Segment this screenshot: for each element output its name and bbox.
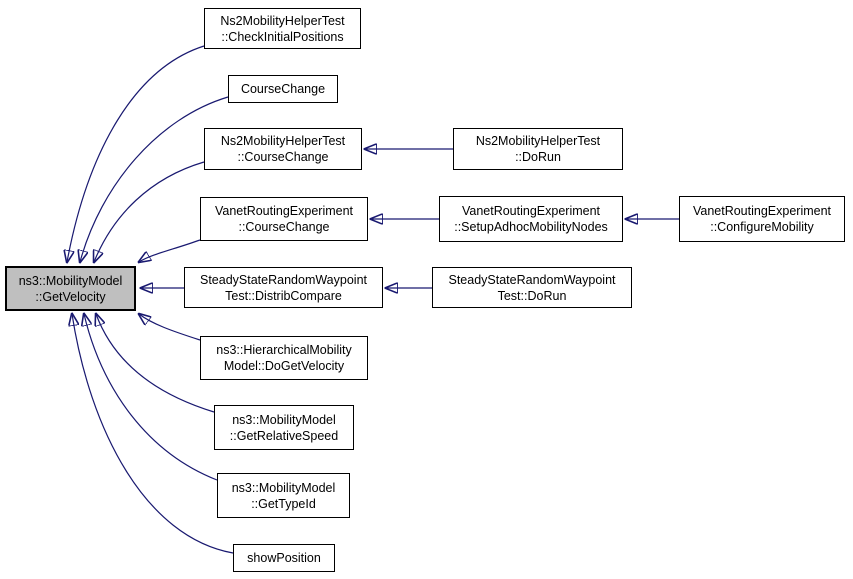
node-label-line: SteadyStateRandomWaypoint	[448, 272, 616, 287]
node-vanetroutingexperiment-coursechange[interactable]: VanetRoutingExperiment ::CourseChange	[200, 197, 368, 241]
node-label-line: showPosition	[247, 551, 321, 565]
node-showposition[interactable]: showPosition	[233, 544, 335, 572]
node-label-line: ::GetVelocity	[35, 289, 106, 304]
edge-getrelativespeed-to-getvelocity	[96, 314, 215, 413]
edge-checkinitialpositions-to-getvelocity	[67, 45, 205, 262]
node-label-line: Model::DoGetVelocity	[223, 359, 345, 373]
node-label-line: ns3::MobilityModel	[232, 412, 336, 427]
node-ns2mobilityhelpertest-checkinitialpositions[interactable]: Ns2MobilityHelperTest ::CheckInitialPosi…	[204, 8, 361, 49]
node-vanetroutingexperiment-configuremobility[interactable]: VanetRoutingExperiment ::ConfigureMobili…	[679, 196, 845, 242]
node-ns3-mobilitymodel-gettypeid[interactable]: ns3::MobilityModel ::GetTypeId	[217, 473, 350, 518]
node-ns3-mobilitymodel-getrelativespeed[interactable]: ns3::MobilityModel ::GetRelativeSpeed	[214, 405, 354, 450]
node-label-line: Ns2MobilityHelperTest	[220, 134, 346, 148]
node-label-line: VanetRoutingExperiment	[214, 204, 354, 218]
node-label-line: ::CheckInitialPositions	[221, 29, 344, 44]
edge-ns2coursechange-to-getvelocity	[94, 161, 205, 262]
node-label-line: SteadyStateRandomWaypoint	[200, 272, 367, 287]
node-steadystaterandomwaypointtest-distribcompare[interactable]: SteadyStateRandomWaypoint Test::DistribC…	[184, 267, 383, 308]
node-ns2mobilityhelpertest-coursechange[interactable]: Ns2MobilityHelperTest ::CourseChange	[204, 128, 362, 170]
node-label-line: ns3::MobilityModel	[18, 273, 123, 288]
node-label-line: Ns2MobilityHelperTest	[220, 13, 345, 28]
node-label-line: Test::DistribCompare	[225, 288, 342, 303]
node-ns2mobilityhelpertest-dorun[interactable]: Ns2MobilityHelperTest ::DoRun	[453, 128, 623, 170]
node-label-line: ::CourseChange	[238, 220, 330, 234]
edge-vanetcoursechange-to-getvelocity	[139, 239, 201, 262]
node-vanetroutingexperiment-setupadhocmobilitynodes[interactable]: VanetRoutingExperiment ::SetupAdhocMobil…	[439, 196, 623, 242]
node-label-line: ::ConfigureMobility	[710, 220, 814, 234]
node-label-line: Test::DoRun	[497, 288, 567, 303]
edge-showposition-to-getvelocity	[72, 314, 234, 554]
node-label-line: ns3::HierarchicalMobility	[216, 343, 352, 357]
node-label-line: ::GetTypeId	[251, 496, 316, 511]
node-label-line: ns3::MobilityModel	[231, 480, 336, 495]
node-ns3-mobilitymodel-getvelocity: ns3::MobilityModel ::GetVelocity	[5, 266, 136, 311]
edge-dogetvelocity-to-getvelocity	[139, 314, 201, 341]
node-ns3-hierarchicalmobilitymodel-dogetvelocity[interactable]: ns3::HierarchicalMobility Model::DoGetVe…	[200, 336, 368, 380]
node-label-line: Ns2MobilityHelperTest	[475, 134, 601, 148]
node-steadystaterandomwaypointtest-dorun[interactable]: SteadyStateRandomWaypoint Test::DoRun	[432, 267, 632, 308]
edge-gettypeid-to-getvelocity	[84, 314, 218, 481]
node-label-line: CourseChange	[240, 82, 326, 96]
node-coursechange[interactable]: CourseChange	[228, 75, 338, 103]
node-label-line: VanetRoutingExperiment	[461, 204, 601, 218]
node-label-line: ::GetRelativeSpeed	[229, 428, 339, 443]
edge-coursechange-to-getvelocity	[80, 96, 229, 262]
node-label-line: ::SetupAdhocMobilityNodes	[454, 220, 608, 234]
node-label-line: ::DoRun	[515, 150, 561, 164]
node-label-line: ::CourseChange	[237, 150, 329, 164]
node-label-line: VanetRoutingExperiment	[692, 204, 832, 218]
